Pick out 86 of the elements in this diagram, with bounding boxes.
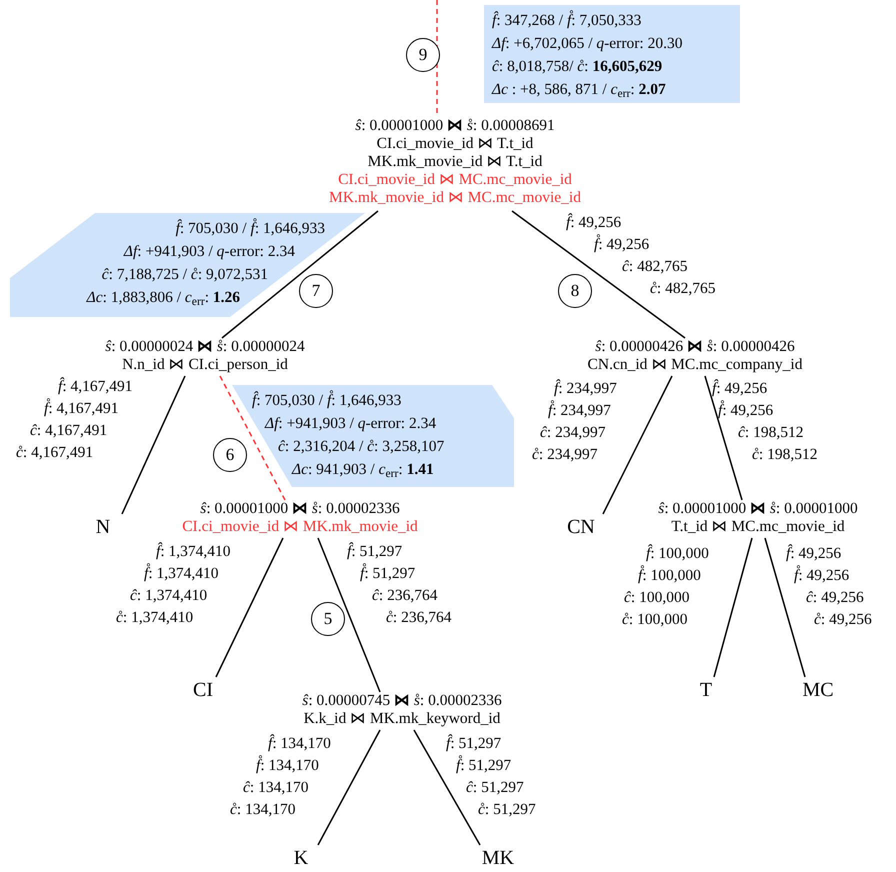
- edge-annotation: ĉ: 234,997: [540, 424, 606, 442]
- join-predicate: K.k_id ⋈ MK.mk_keyword_id: [304, 710, 500, 728]
- join-predicate: N.n_id ⋈ CI.ci_person_id: [122, 356, 288, 374]
- selectivity-line: ŝ: 0.00000024 ⋈ s̊: 0.00000024: [105, 338, 305, 356]
- tree-edge: [602, 376, 673, 514]
- join-predicate: CI.ci_movie_id ⋈ MC.mc_movie_id: [338, 171, 572, 189]
- dashed-connector: [219, 376, 286, 500]
- relation-label: MC: [796, 677, 840, 703]
- tree-edge: [317, 730, 381, 846]
- tree-edge: [713, 538, 753, 678]
- selectivity-line: ŝ: 0.00000745 ⋈ s̊: 0.00002336: [302, 692, 502, 710]
- edge-annotation: ĉ: 1,374,410: [130, 587, 208, 605]
- stats-line: f̂: 705,030 / f̊: 1,646,933: [176, 217, 325, 239]
- edge-annotation: c̊: 4,167,491: [16, 444, 94, 462]
- edge-annotation: f̂: 49,256: [786, 545, 842, 563]
- stats-line: ĉ: 7,188,725 / c̊: 9,072,531: [102, 265, 268, 285]
- tree-edge: [704, 376, 743, 500]
- relation-label: CI: [186, 677, 220, 703]
- stats-line: Δf: +941,903 / q-error: 2.34: [265, 414, 436, 434]
- join-predicate: T.t_id ⋈ MC.mc_movie_id: [671, 518, 845, 536]
- edge-annotation: c̊: 100,000: [622, 611, 688, 629]
- edge-annotation: ĉ: 51,297: [466, 779, 524, 797]
- edge-annotation: c̊: 236,764: [386, 609, 452, 627]
- tree-edge: [215, 538, 284, 678]
- join-predicate: CI.ci_movie_id ⋈ MK.mk_movie_id: [182, 518, 418, 536]
- selectivity-line: ŝ: 0.00001000 ⋈ s̊: 0.00002336: [200, 500, 400, 518]
- edge-annotation: f̂: 51,297: [446, 735, 502, 753]
- edge-annotation: ĉ: 100,000: [624, 589, 690, 607]
- stats-line: f̂: 705,030 / f̊: 1,646,933: [252, 389, 402, 411]
- edge-annotation: c̊: 49,256: [814, 611, 872, 629]
- edge-annotation: c̊: 482,765: [650, 280, 716, 298]
- tree-edge: [317, 538, 381, 692]
- edge-annotation: c̊: 51,297: [478, 801, 536, 819]
- edge-annotation: c̊: 1,374,410: [116, 609, 194, 627]
- edge-annotation: f̊: 1,374,410: [144, 565, 218, 583]
- edge-annotation: f̂: 234,997: [554, 380, 617, 398]
- edge-annotation: f̂: 51,297: [347, 543, 402, 561]
- edge-annotation: f̂: 134,170: [268, 735, 331, 753]
- edge-annotation: ĉ: 236,764: [372, 587, 438, 605]
- join-predicate: MK.mk_movie_id ⋈ MC.mc_movie_id: [329, 189, 581, 207]
- edge-annotation: c̊: 234,997: [532, 446, 598, 464]
- edge-annotation: f̊: 49,256: [794, 567, 850, 585]
- edge-annotation: c̊: 198,512: [752, 446, 818, 464]
- tree-edge: [764, 538, 806, 678]
- edge-annotation: f̊: 100,000: [638, 567, 701, 585]
- stats-line: f̂: 347,268 / f̊: 7,050,333: [492, 9, 642, 31]
- edge-annotation: f̊: 4,167,491: [44, 400, 118, 418]
- stats-line: Δc : +8, 586, 871 / c$_{err}$: 2.07: [492, 80, 666, 101]
- edge-annotation: ĉ: 198,512: [738, 424, 804, 442]
- selectivity-line: ŝ: 0.00001000 ⋈ s̊: 0.00001000: [658, 500, 858, 518]
- edge-annotation: f̂: 49,256: [566, 214, 622, 232]
- join-predicate: CI.ci_movie_id ⋈ T.t_id: [376, 135, 534, 153]
- stats-line: Δf: +941,903 / q-error: 2.34: [124, 242, 295, 262]
- join-predicate: MK.mk_movie_id ⋈ T.t_id: [368, 153, 542, 171]
- edge-annotation: f̊: 49,256: [718, 402, 774, 420]
- edge-annotation: f̊: 51,297: [456, 757, 512, 775]
- edge-annotation: f̂: 100,000: [646, 545, 709, 563]
- join-predicate: CN.cn_id ⋈ MC.mc_company_id: [588, 356, 802, 374]
- relation-label: N: [88, 514, 118, 540]
- stats-line: Δf: +6,702,065 / q-error: 20.30: [492, 34, 682, 54]
- stats-line: ĉ: 2,316,204 / c̊: 3,258,107: [278, 437, 444, 457]
- edge-annotation: f̊: 49,256: [594, 236, 650, 254]
- stats-line: Δc: 1,883,806 / c$_{err}$: 1.26: [86, 288, 240, 309]
- edge-annotation: f̂: 49,256: [712, 380, 768, 398]
- tree-edge: [222, 210, 378, 339]
- edge-annotation: ĉ: 49,256: [806, 589, 864, 607]
- tree-edge: [121, 376, 186, 514]
- relation-label: T: [694, 677, 718, 703]
- relation-label: MK: [476, 845, 520, 871]
- relation-label: K: [288, 845, 314, 871]
- stats-line: ĉ: 8,018,758/ c̊: 16,605,629: [492, 57, 662, 77]
- selectivity-line: ŝ: 0.00001000 ⋈ s̊: 0.00008691: [355, 117, 555, 135]
- edge-annotation: f̂: 1,374,410: [156, 543, 230, 561]
- selectivity-line: ŝ: 0.00000426 ⋈ s̊: 0.00000426: [595, 338, 795, 356]
- edge-annotation: f̊: 234,997: [548, 402, 611, 420]
- tree-edge: [512, 210, 686, 339]
- edge-annotation: ĉ: 482,765: [622, 258, 688, 276]
- edge-annotation: f̂: 4,167,491: [58, 378, 132, 396]
- relation-label: CN: [560, 514, 602, 540]
- edge-annotation: f̊: 134,170: [256, 757, 319, 775]
- tree-edge: [413, 730, 481, 846]
- edge-annotation: ĉ: 4,167,491: [30, 422, 108, 440]
- stats-line: Δc: 941,903 / c$_{err}$: 1.41: [292, 460, 434, 481]
- edge-annotation: ĉ: 134,170: [243, 779, 308, 797]
- edge-annotation: c̊: 134,170: [230, 801, 296, 819]
- edge-annotation: f̊: 51,297: [360, 565, 416, 583]
